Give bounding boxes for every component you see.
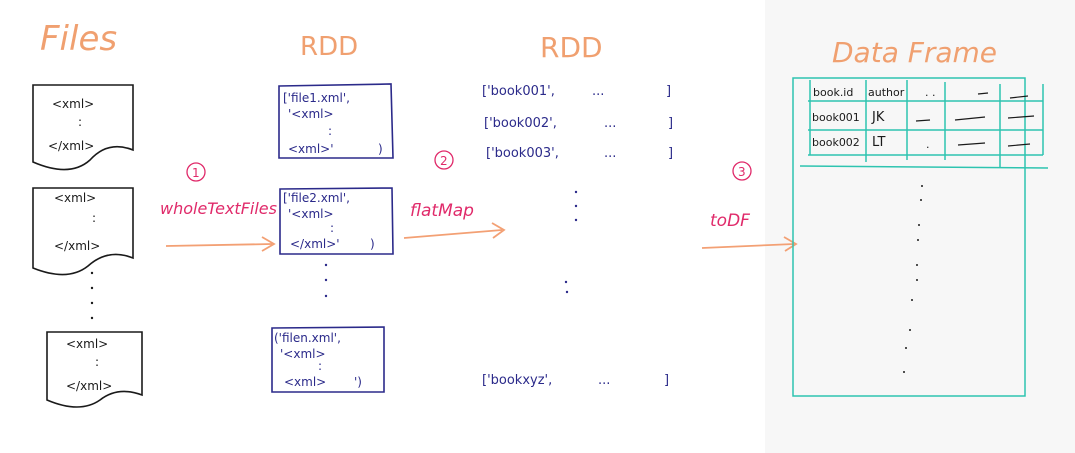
step-arrow: [701, 243, 795, 249]
rdd-line: ['file2.xml',: [283, 191, 350, 205]
record-vertical-dots: [564, 190, 578, 294]
rdd-line: '<xml>: [288, 207, 334, 221]
rdd-box-3: ('filen.xml', '<xml> : <xml> '): [271, 326, 385, 393]
file-vertical-dots: [90, 271, 94, 320]
df-cell-dash: [1007, 115, 1035, 119]
rdd-line: ('filen.xml',: [274, 331, 341, 345]
step-arrowhead: [491, 222, 506, 239]
file-doc-line: </xml>: [66, 379, 112, 393]
rdd-box-1: ['file1.xml', '<xml> : <xml>' ): [278, 83, 394, 159]
rdd-vertical-dots: [324, 263, 328, 298]
record-close: ]: [666, 84, 671, 99]
step-1: 1 wholeTextFiles: [160, 162, 277, 252]
step-number-circle: [732, 161, 752, 181]
step-number-circle: [434, 150, 454, 170]
record-1: ['book001', ... ]: [482, 84, 671, 99]
step-number: 3: [738, 165, 746, 179]
step-arrow: [403, 229, 503, 239]
rdd-line: ): [370, 237, 375, 251]
step-3: 3 toDF: [701, 161, 798, 252]
step-number-circle: [186, 162, 206, 182]
record-rest: ...: [604, 146, 616, 161]
file-doc-line: </xml>: [48, 139, 94, 153]
df-header-cell: book.id: [813, 86, 853, 99]
rdd-line: '<xml>: [288, 107, 334, 121]
title-files: Files: [40, 19, 117, 59]
df-cell-dash: [1007, 143, 1031, 147]
rdd-line: :: [318, 359, 322, 373]
step-2: 2 flatMap: [403, 150, 506, 239]
df-cell-dots: . .: [925, 86, 936, 99]
file-doc-line: :: [95, 355, 99, 369]
file-doc-line: :: [78, 115, 82, 129]
step-arrow: [165, 243, 273, 247]
dataframe-row-2: book002 LT .: [812, 135, 1031, 151]
rdd-line: :: [330, 221, 334, 235]
rdd-line: :: [328, 124, 332, 138]
step-number: 1: [192, 166, 200, 180]
rdd-line: '): [354, 375, 362, 389]
record-rest: ...: [604, 116, 616, 131]
rdd-line: <xml>': [288, 142, 334, 156]
rdd-line: </xml>': [290, 237, 340, 251]
df-cell-dots: .: [926, 138, 930, 151]
record-open: ['book003',: [486, 146, 559, 161]
title-dataframe: Data Frame: [832, 36, 997, 69]
dataframe-header-row: book.id author . .: [813, 86, 1029, 99]
dataframe-vertical-ellipsis: [903, 185, 923, 373]
record-2: ['book002', ... ]: [484, 116, 673, 131]
step-number: 2: [440, 154, 448, 168]
df-cell: book002: [812, 136, 860, 149]
grid-row-line: [799, 165, 1049, 169]
paper-shadow: [765, 0, 1075, 453]
record-close: ]: [668, 116, 673, 131]
rdd-line: <xml>: [284, 375, 326, 389]
df-cell: book001: [812, 111, 860, 124]
file-doc-1: <xml> : </xml>: [32, 84, 134, 171]
dataframe-row-1: book001 JK: [812, 110, 1035, 125]
df-cell-dash: [954, 116, 986, 121]
file-doc-line: <xml>: [54, 191, 96, 205]
record-open: ['book002',: [484, 116, 557, 131]
df-cell-dash: [977, 92, 989, 95]
record-close: ]: [668, 146, 673, 161]
dataframe-grid: [792, 77, 1049, 397]
record-open: ['book001',: [482, 84, 555, 99]
file-doc-line: <xml>: [52, 97, 94, 111]
record-rest: ...: [598, 373, 610, 388]
step-label: toDF: [710, 211, 750, 231]
step-arrowhead: [783, 236, 798, 252]
df-header-cell: author: [868, 86, 905, 99]
df-cell-dash: [957, 142, 986, 146]
record-3: ['book003', ... ]: [486, 146, 673, 161]
df-cell-dash: [1009, 95, 1029, 99]
record-last: ['bookxyz', ... ]: [482, 373, 669, 388]
step-label: wholeTextFiles: [160, 199, 277, 218]
record-rest: ...: [592, 84, 604, 99]
file-doc-3: <xml> : </xml>: [46, 331, 143, 408]
rdd-box-2: ['file2.xml', '<xml> : </xml>' ): [279, 187, 394, 255]
record-close: ]: [664, 373, 669, 388]
df-cell: JK: [871, 110, 885, 125]
file-doc-line: :: [92, 211, 96, 225]
rdd-line: '<xml>: [280, 347, 326, 361]
file-doc-line: <xml>: [66, 337, 108, 351]
title-rdd-1: RDD: [300, 32, 358, 62]
rdd-line: ['file1.xml',: [283, 91, 350, 105]
file-doc-line: </xml>: [54, 239, 100, 253]
dataframe-frame: [792, 77, 1026, 397]
df-cell-dash: [915, 119, 931, 122]
step-label: flatMap: [410, 201, 474, 221]
file-doc-2: <xml> : </xml>: [32, 187, 134, 276]
step-arrowhead: [261, 236, 276, 252]
df-cell: LT: [872, 135, 885, 150]
rdd-line: ): [378, 142, 383, 156]
record-open: ['bookxyz',: [482, 373, 552, 388]
title-rdd-2: RDD: [540, 31, 603, 64]
